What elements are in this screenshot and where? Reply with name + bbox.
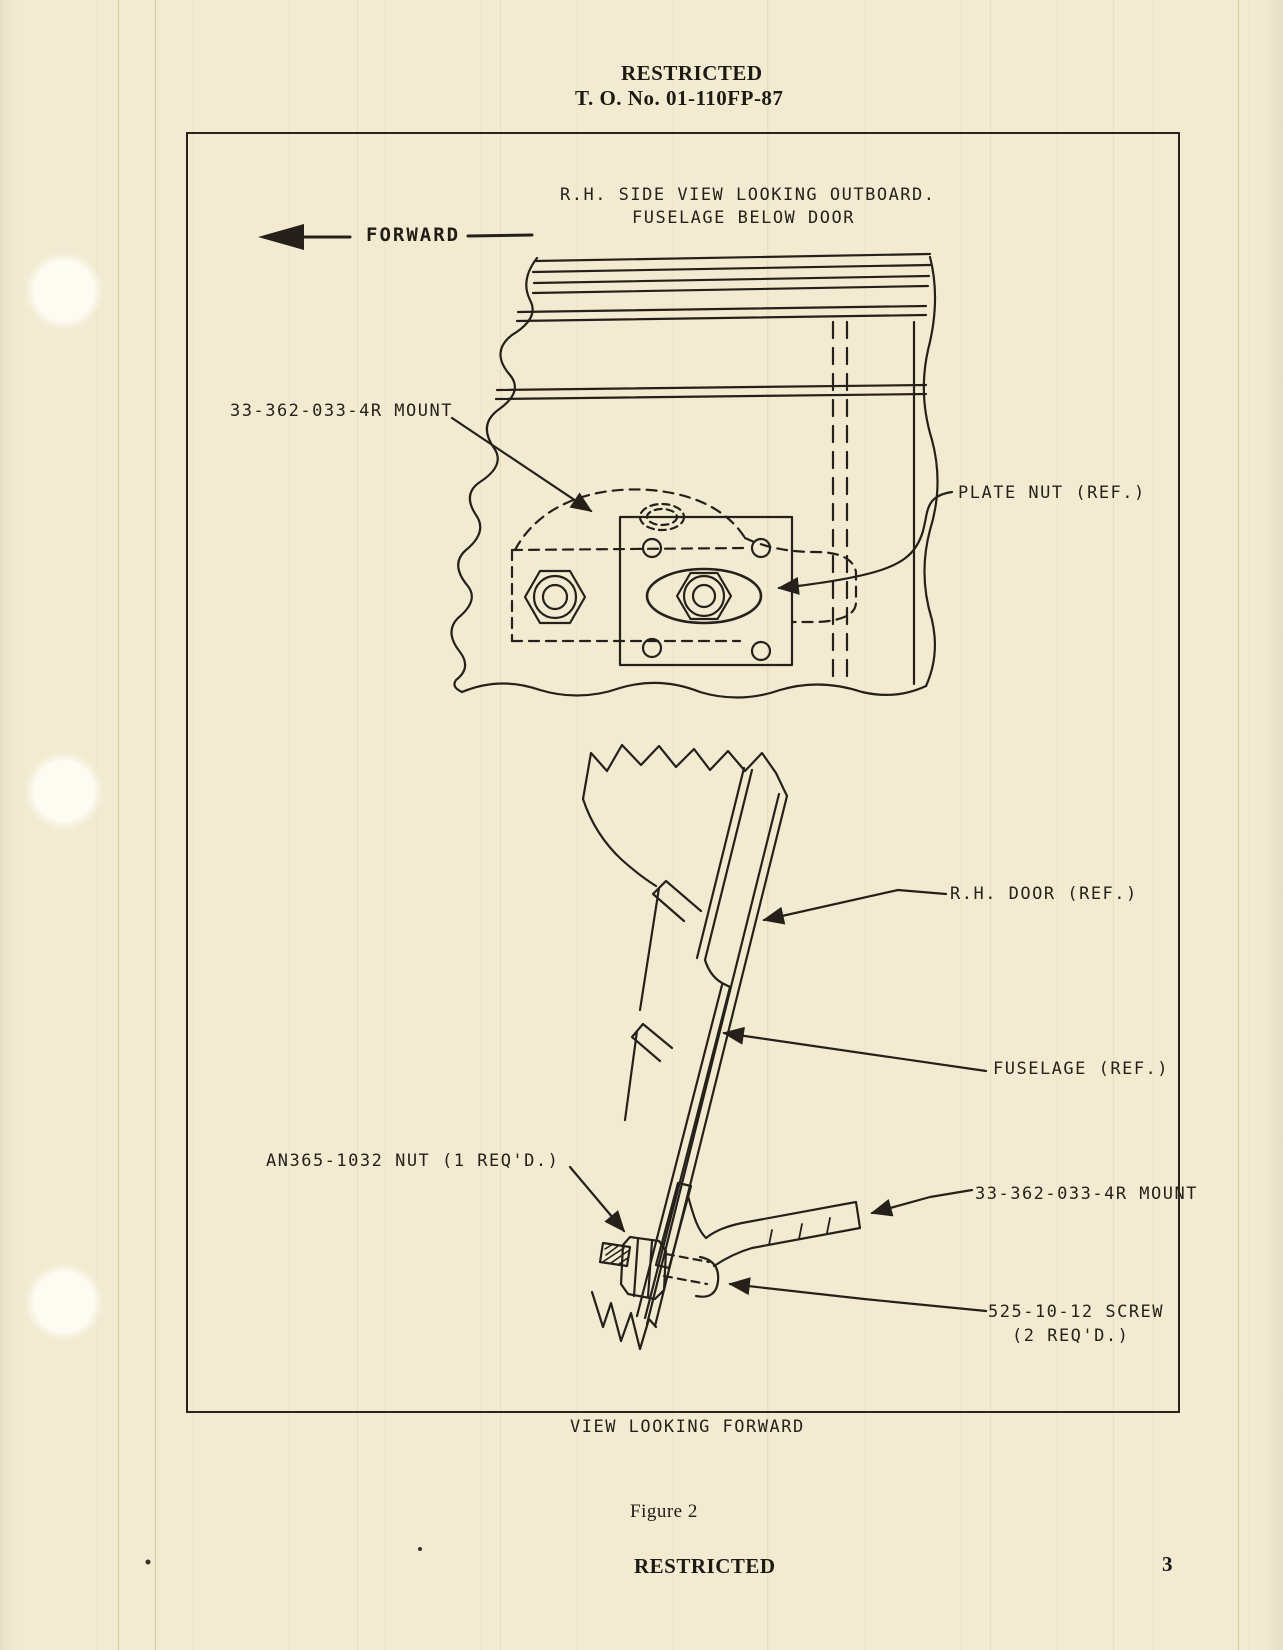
stringer-lines	[515, 304, 928, 323]
upper-view-title-line2: FUSELAGE BELOW DOOR	[632, 208, 855, 228]
label-fuselage: FUSELAGE (REF.)	[993, 1059, 1170, 1079]
mount-leader-arrow	[450, 416, 593, 513]
door-flange	[623, 1022, 674, 1122]
scan-streak	[500, 0, 501, 1650]
ink-speck	[145, 1559, 151, 1565]
fuselage-leader-arrow	[722, 1026, 988, 1073]
mount-arm-fillet	[686, 1194, 708, 1240]
torn-curl	[581, 797, 658, 888]
label-rh-door: R.H. DOOR (REF.)	[950, 884, 1138, 904]
torn-edge-right	[922, 255, 939, 688]
nut-leader-arrow	[568, 1165, 626, 1233]
scan-streak	[1113, 0, 1114, 1650]
punch-hole	[33, 260, 95, 322]
screw-leader-arrow	[728, 1277, 988, 1313]
torn-edge-left	[450, 256, 539, 694]
stiffener	[654, 1181, 693, 1270]
edge-rule-line	[118, 0, 119, 1650]
torn-edge-bottom	[590, 1290, 658, 1351]
ink-speck	[418, 1547, 422, 1551]
plate-hole	[641, 537, 663, 559]
door-edge-dashed	[831, 320, 849, 680]
edge-rule-line	[1238, 0, 1239, 1650]
door-leader-arrow	[762, 888, 948, 925]
mount-leader-arrow	[870, 1188, 974, 1217]
upper-view-drawing	[450, 252, 954, 699]
plate-nut-bore	[691, 583, 717, 609]
hex-nut-bore	[541, 583, 569, 611]
punch-hole	[33, 760, 95, 822]
footer-classification: RESTRICTED	[634, 1554, 776, 1578]
header-to-number: T. O. No. 01-110FP-87	[575, 86, 784, 110]
plate-nut-leader-arrow	[777, 490, 954, 595]
nut-faces	[632, 1237, 654, 1299]
nut-body	[619, 1235, 668, 1301]
plate-nut-ring	[682, 574, 726, 618]
door-joggle	[703, 958, 732, 989]
lower-view-drawing	[568, 743, 988, 1351]
label-mount-upper: 33-362-033-4R MOUNT	[230, 401, 453, 421]
hex-nut-ring	[532, 574, 578, 620]
lower-view-caption: VIEW LOOKING FORWARD	[570, 1417, 805, 1437]
door-flange	[638, 879, 703, 1012]
hex-nut	[523, 569, 587, 625]
screw-head	[694, 1255, 720, 1298]
figure-caption: Figure 2	[630, 1501, 698, 1522]
plate-outline	[618, 515, 794, 667]
plate-nut-base	[645, 567, 763, 625]
label-screw-line2: (2 REQ'D.)	[1012, 1326, 1130, 1346]
scan-streak	[357, 0, 358, 1650]
upper-view-title-line1: R.H. SIDE VIEW LOOKING OUTBOARD.	[560, 185, 936, 205]
bolt-stud	[598, 1241, 632, 1268]
bolt-hidden-dashed	[662, 1252, 711, 1286]
label-an365-nut: AN365-1032 NUT (1 REQ'D.)	[266, 1151, 560, 1171]
forward-arrow-icon	[258, 224, 534, 250]
bolt-stud-hatch	[603, 1243, 630, 1265]
plate-hole	[750, 640, 772, 662]
plate-hole	[750, 537, 772, 559]
torn-edge-bottom	[460, 681, 928, 699]
punch-hole	[33, 1271, 95, 1333]
mount-outline-dashed	[510, 488, 858, 643]
edge-rule-line	[155, 0, 156, 1650]
plate-nut-hex	[675, 571, 733, 621]
label-plate-nut: PLATE NUT (REF.)	[958, 483, 1146, 503]
mount-arm	[704, 1200, 862, 1268]
forward-label: FORWARD	[366, 224, 461, 246]
label-mount-lower: 33-362-033-4R MOUNT	[975, 1184, 1198, 1204]
door-inner-panel	[695, 766, 754, 962]
stringer-lines	[494, 383, 928, 401]
label-screw-line1: 525-10-12 SCREW	[988, 1302, 1165, 1322]
stringer-lines	[531, 252, 932, 295]
mount-arm-ticks	[768, 1217, 831, 1246]
scan-streak	[767, 0, 768, 1650]
plate-hole	[641, 637, 663, 659]
page-number: 3	[1162, 1552, 1173, 1576]
figure-border	[186, 132, 1180, 1413]
header-classification: RESTRICTED	[621, 61, 763, 85]
torn-edge-top	[581, 743, 789, 801]
scan-streak	[990, 0, 991, 1650]
